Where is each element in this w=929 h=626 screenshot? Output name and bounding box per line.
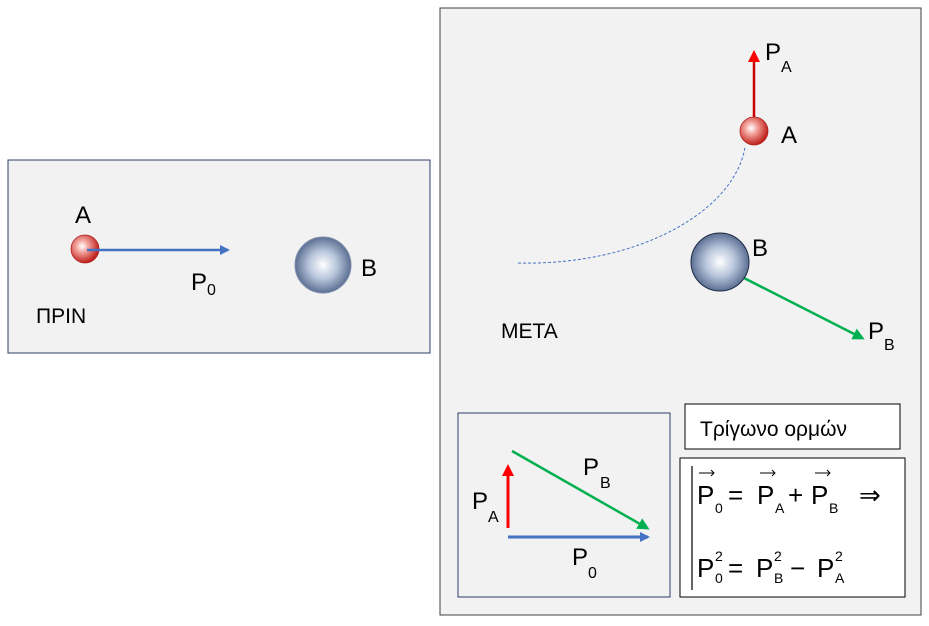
- vector-pb-after: [743, 276, 865, 340]
- momentum-triangle-box: P B P A P 0: [457, 412, 671, 598]
- vector-arrow-pb: [815, 469, 831, 477]
- ball-b-after: [690, 232, 750, 292]
- eq1-p0: P: [697, 480, 714, 510]
- vector-pb-after-label: P: [868, 318, 884, 345]
- triangle-p0-label: P: [572, 544, 588, 571]
- eq2-pb-sup: 2: [774, 548, 782, 564]
- before-panel: A B P 0 ΠΡΙΝ: [7, 159, 431, 354]
- ball-a-after: [739, 116, 769, 146]
- triangle-pa-subscript: A: [488, 509, 499, 526]
- ball-a-trajectory: [517, 146, 746, 264]
- ball-b-after-label: B: [752, 235, 768, 262]
- eq2-pa: P: [817, 553, 834, 583]
- equations-box: P 0 = P A + P B ⇒ P 2 0 = P 2 B − P 2 A: [679, 457, 906, 598]
- title-box-frame: [684, 403, 901, 450]
- vector-pa-after-subscript: A: [781, 59, 792, 76]
- after-caption: ΜΕΤΑ: [501, 320, 558, 343]
- eq1-plus: +: [788, 480, 803, 510]
- before-caption: ΠΡΙΝ: [36, 305, 86, 328]
- eq1-p0-sub: 0: [715, 500, 723, 516]
- eq1-pa-sub: A: [775, 500, 785, 516]
- ball-a-before-label: A: [75, 202, 91, 229]
- triangle-vector-pb: [511, 449, 650, 530]
- vector-pb-after-subscript: B: [884, 337, 895, 354]
- eq2-pb: P: [756, 553, 773, 583]
- eq1-equals: =: [728, 480, 743, 510]
- triangle-pb-label: P: [583, 454, 599, 481]
- eq2-pa-sub: A: [835, 570, 845, 586]
- eq2-pb-sub: B: [774, 570, 783, 586]
- equation-vector-sum: P 0 = P A + P B ⇒: [697, 469, 881, 516]
- vector-arrow-pa: [760, 469, 776, 477]
- triangle-pa-label: P: [472, 488, 488, 515]
- vector-p0-before-subscript: 0: [207, 282, 216, 299]
- ball-b-before-label: B: [361, 255, 377, 282]
- vector-arrow-p0: [699, 469, 715, 477]
- ball-b-before: [294, 236, 352, 294]
- eq2-equals: =: [728, 553, 743, 583]
- triangle-title: Τρίγωνο ορμών: [700, 418, 847, 441]
- triangle-pb-subscript: B: [600, 475, 611, 492]
- triangle-box-frame: [457, 412, 671, 598]
- equation-magnitude: P 2 0 = P 2 B − P 2 A: [697, 548, 845, 586]
- eq2-p0-sup: 2: [715, 548, 723, 564]
- vector-pa-after-label: P: [765, 39, 781, 66]
- ball-a-after-label: A: [781, 122, 797, 149]
- vector-p0-before-label: P: [191, 269, 207, 296]
- triangle-p0-subscript: 0: [588, 565, 597, 582]
- eq2-p0-sub: 0: [715, 570, 723, 586]
- eq1-pa: P: [757, 480, 774, 510]
- eq2-pa-sup: 2: [835, 548, 843, 564]
- eq1-pb: P: [811, 480, 828, 510]
- triangle-title-box: Τρίγωνο ορμών: [684, 403, 901, 450]
- equations-box-frame: [679, 457, 906, 598]
- eq2-minus: −: [790, 553, 805, 583]
- eq1-implies: ⇒: [859, 480, 881, 510]
- eq2-p0: P: [697, 553, 714, 583]
- eq1-pb-sub: B: [829, 500, 838, 516]
